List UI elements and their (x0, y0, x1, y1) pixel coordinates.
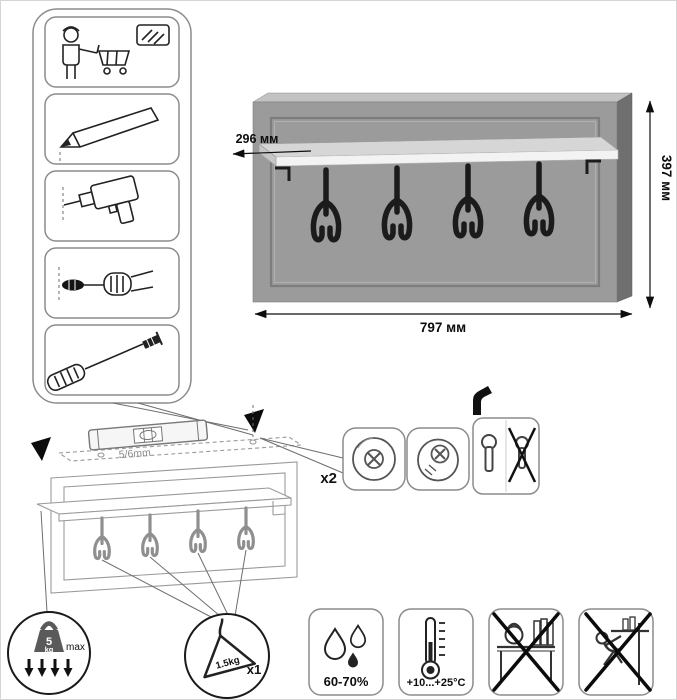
installation-diagram: 5/6mm (31, 402, 344, 619)
panel-side-edge (616, 92, 633, 303)
dimension-depth: 296 мм (232, 132, 312, 158)
mount-arrow-right (244, 409, 264, 433)
shelf (258, 136, 619, 167)
wall-bracket-icon (473, 386, 492, 415)
temperature-card: +10...+25°C (398, 608, 474, 696)
assembly-steps-panel (32, 8, 192, 404)
shelf-bracket-left (275, 166, 291, 181)
dimension-height: 397 мм (645, 100, 674, 309)
mount-arrow-left (31, 437, 51, 461)
humidity-card: 60-70% (308, 608, 384, 696)
dim-width-label: 797 мм (420, 320, 466, 335)
max-weight-unit: kg (45, 645, 54, 654)
hardware-callout: x2 (320, 386, 540, 495)
no-climbing-card (578, 608, 654, 696)
no-heavy-objects-card (488, 608, 564, 696)
hanger-qty-label: x1 (247, 662, 261, 677)
dowel-insert-icon (44, 247, 180, 319)
no-heavy-objects-icon (492, 612, 560, 692)
mount-hole-left (97, 452, 105, 458)
hanger-icon: 1.5kg (203, 618, 257, 679)
keyhole-ok-icon (481, 434, 497, 472)
hanger-badge: 1.5kg x1 (184, 613, 270, 699)
drill-icon (44, 170, 180, 242)
person-cart-icon (44, 16, 180, 88)
spirit-level-icon (87, 419, 209, 451)
panel-outline-drawing (36, 461, 298, 594)
panel-frame-groove (269, 116, 601, 288)
environment-icons: 60-70% +10...+25°C (308, 608, 654, 696)
thermometer-icon (421, 617, 445, 680)
max-weight-value: 5 (46, 636, 52, 648)
max-weight-badge: 5 kg max (7, 611, 91, 695)
shelf-bracket-right (585, 159, 601, 174)
down-arrows (24, 659, 73, 677)
max-weight-icon: 5 kg (34, 621, 64, 654)
product-render: 296 мм 397 мм 797 мм (232, 92, 674, 335)
mount-hole-right (249, 439, 257, 445)
max-label: max (66, 642, 85, 653)
keyhole-crossed-icon (507, 427, 537, 483)
panel-top-edge (252, 92, 633, 103)
dim-height-label: 397 мм (659, 155, 674, 201)
pencil-mark-icon (44, 93, 180, 165)
humidity-label: 60-70% (324, 674, 369, 689)
panel-face (252, 101, 618, 303)
screw-head-icon (406, 427, 470, 491)
drill-size-label: 5/6mm (118, 447, 151, 461)
temperature-label: +10...+25°C (407, 677, 466, 689)
no-climbing-icon (584, 612, 652, 692)
fasteners-qty-label: x2 (320, 470, 337, 487)
keyhole-orientation-icon (472, 417, 540, 495)
dowel-head-icon (342, 427, 406, 491)
dimension-width: 797 мм (254, 309, 633, 335)
dim-depth-label: 296 мм (236, 132, 279, 146)
screwdriver-icon (44, 324, 180, 396)
